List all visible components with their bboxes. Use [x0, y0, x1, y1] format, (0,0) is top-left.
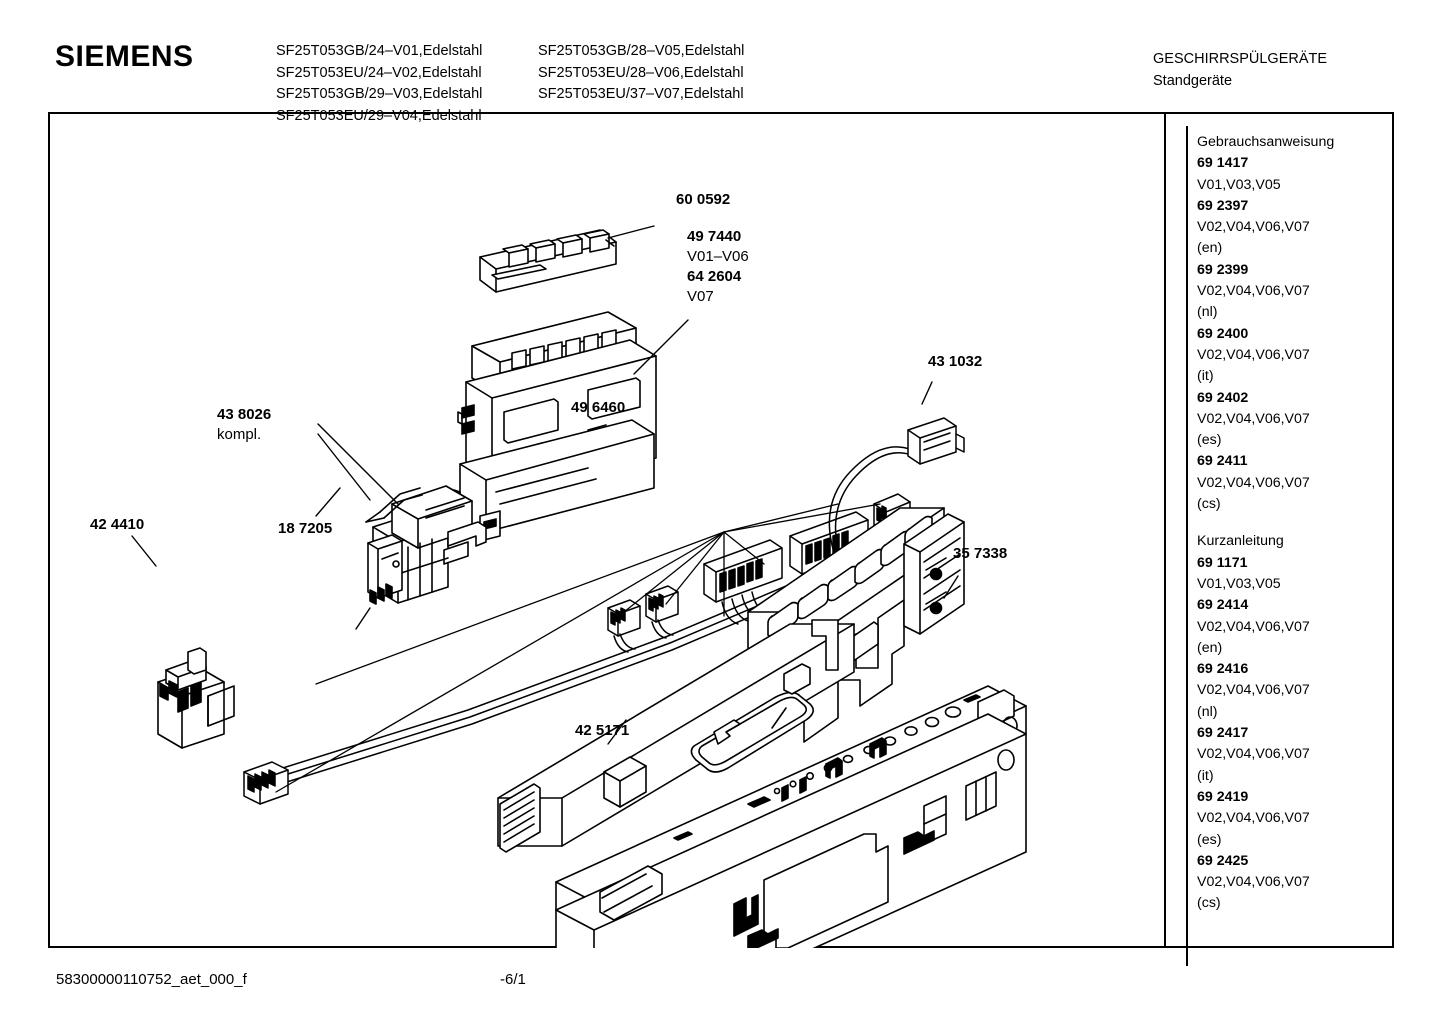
language-code: (en) [1197, 240, 1223, 257]
sidebar-text-rule [1186, 126, 1188, 966]
callout-leader-lines [131, 225, 959, 745]
part-drawing-425171 [497, 619, 855, 853]
category-subtitle: Standgeräte [1153, 72, 1233, 89]
part-drawing-497440 [453, 311, 657, 542]
callout-497440: 49 7440 V01–V06 64 2604 V07 [687, 227, 749, 307]
callout-357338: 35 7338 [953, 545, 1008, 562]
language-code: (en) [1197, 639, 1223, 656]
page-header: SIEMENS SF25T053GB/24–V01,Edelstahl SF25… [48, 18, 1394, 124]
variant-list: V02,V04,V06,V07 [1197, 410, 1310, 427]
callout-438026-part: 43 8026 [217, 406, 272, 423]
technical-illustration [131, 112, 1111, 948]
callout-642604-variants: V07 [687, 288, 714, 305]
harness-leader-lines [275, 503, 881, 793]
callout-425171: 42 5171 [575, 722, 630, 739]
model-line: SF25T053EU/28–V06,Edelstahl [538, 64, 744, 81]
callout-438026-note: kompl. [217, 426, 262, 443]
callout-187205: 18 7205 [278, 520, 333, 537]
variant-list: V02,V04,V06,V07 [1197, 682, 1310, 699]
part-number: 69 2414 [1197, 597, 1249, 614]
part-number: 69 2416 [1197, 661, 1249, 678]
callout-424410: 42 4410 [90, 516, 145, 533]
language-code: (nl) [1197, 304, 1218, 321]
part-number: 69 2411 [1197, 453, 1248, 470]
siemens-logo: SIEMENS [55, 40, 194, 73]
model-line: SF25T053GB/24–V01,Edelstahl [276, 43, 483, 59]
language-code: (nl) [1197, 703, 1218, 720]
document-id: 58300000110752_aet_000_f [56, 971, 247, 988]
part-number: 69 2400 [1197, 325, 1249, 342]
sidebar-divider [1164, 114, 1166, 948]
part-drawing-600592 [479, 229, 617, 293]
section-title: Gebrauchsanweisung [1197, 134, 1335, 150]
model-line: SF25T053EU/24–V02,Edelstahl [276, 64, 482, 81]
variant-list: V02,V04,V06,V07 [1197, 219, 1310, 236]
section-title: Kurzanleitung [1197, 533, 1284, 550]
exploded-parts-drawing: 60 0592 49 7440 V01–V06 64 2604 V07 49 6… [48, 112, 1164, 948]
language-code: (es) [1197, 432, 1222, 449]
language-code: (cs) [1197, 895, 1221, 912]
variant-list: V02,V04,V06,V07 [1197, 283, 1310, 300]
callout-496460: 49 6460 [571, 399, 626, 416]
part-drawing-424410 [157, 647, 235, 749]
category-title: GESCHIRRSPÜLGERÄTE [1153, 51, 1328, 67]
model-list-column-1: SF25T053GB/24–V01,Edelstahl SF25T053EU/2… [276, 41, 482, 127]
model-list-column-2: SF25T053GB/28–V05,Edelstahl SF25T053EU/2… [538, 41, 744, 106]
part-number: 69 1171 [1197, 554, 1248, 571]
part-number: 69 2419 [1197, 788, 1249, 805]
documentation-sidebar: Gebrauchsanweisung 69 1417 V01,V03,V05 6… [1197, 132, 1397, 915]
variant-list: V02,V04,V06,V07 [1197, 746, 1310, 763]
callout-642604-part: 64 2604 [687, 268, 742, 285]
model-line: SF25T053GB/28–V05,Edelstahl [538, 43, 745, 59]
page-number: -6/1 [500, 971, 526, 988]
sidebar-section-kurzanleitung: Kurzanleitung 69 1171 V01,V03,V05 69 241… [1197, 531, 1397, 914]
part-number: 69 2397 [1197, 197, 1249, 214]
callout-438026: 43 8026 kompl. [217, 405, 271, 445]
part-number: 69 2402 [1197, 389, 1249, 406]
model-line: SF25T053GB/29–V03,Edelstahl [276, 86, 483, 102]
category-block: GESCHIRRSPÜLGERÄTE Standgeräte [1153, 49, 1327, 92]
language-code: (es) [1197, 831, 1222, 848]
sidebar-section-gebrauchsanweisung: Gebrauchsanweisung 69 1417 V01,V03,V05 6… [1197, 132, 1397, 515]
variant-list: V01,V03,V05 [1197, 575, 1281, 592]
language-code: (cs) [1197, 496, 1221, 513]
variant-list: V02,V04,V06,V07 [1197, 874, 1310, 891]
sidebar-section-gap [1197, 515, 1397, 531]
variant-list: V02,V04,V06,V07 [1197, 474, 1310, 491]
variant-list: V02,V04,V06,V07 [1197, 810, 1310, 827]
part-number: 69 2425 [1197, 852, 1249, 869]
variant-list: V02,V04,V06,V07 [1197, 618, 1310, 635]
part-number: 69 2417 [1197, 725, 1249, 742]
model-line: SF25T053EU/37–V07,Edelstahl [538, 86, 744, 102]
header-divider [48, 112, 1394, 114]
callout-431032: 43 1032 [928, 353, 983, 370]
part-number: 69 2399 [1197, 261, 1249, 278]
part-drawing-438026 [355, 485, 487, 630]
variant-list: V02,V04,V06,V07 [1197, 346, 1310, 363]
language-code: (it) [1197, 767, 1214, 784]
variant-list: V01,V03,V05 [1197, 176, 1281, 193]
model-line: SF25T053EU/29–V04,Edelstahl [276, 107, 482, 124]
part-number: 69 1417 [1197, 155, 1249, 172]
callout-497440-part: 49 7440 [687, 228, 742, 245]
part-drawing-357338 [555, 112, 1111, 948]
callout-600592: 60 0592 [676, 191, 731, 208]
language-code: (it) [1197, 368, 1214, 385]
callout-497440-variants: V01–V06 [687, 248, 749, 265]
